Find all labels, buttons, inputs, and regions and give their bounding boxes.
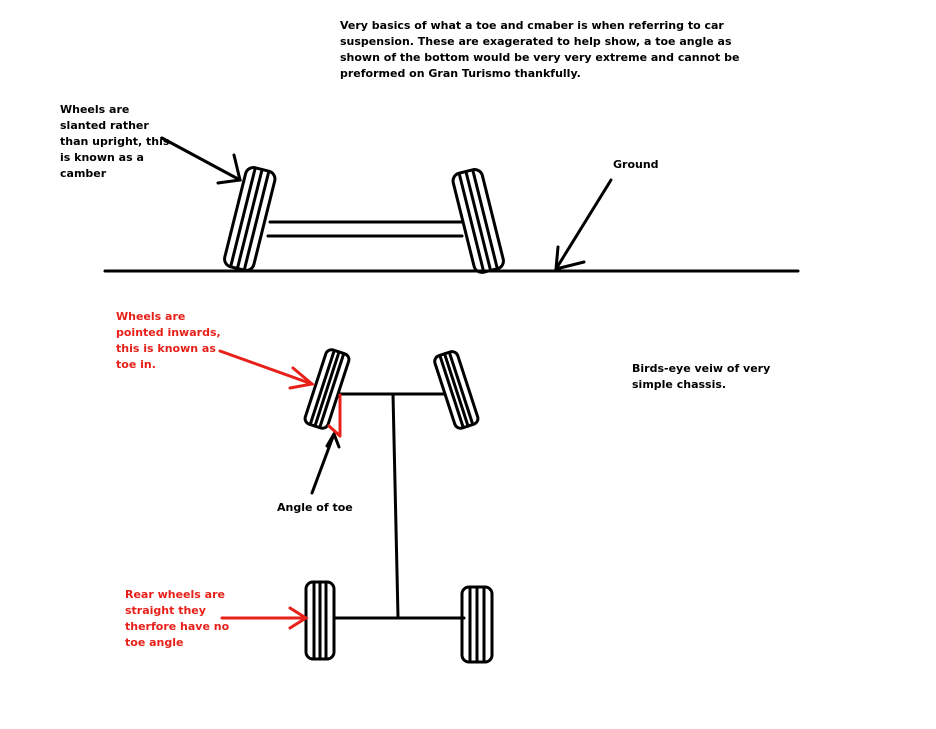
intro-note: Very basics of what a toe and cmaber is … bbox=[340, 19, 740, 80]
chassis-top-view bbox=[303, 348, 494, 664]
front-axle bbox=[266, 220, 464, 238]
red-annotations bbox=[218, 349, 342, 630]
toe-wheel-front-right bbox=[433, 350, 480, 430]
toe-wheel-front-left bbox=[303, 348, 351, 430]
toe-angle-marker bbox=[327, 393, 342, 438]
rear-wheels-arrow bbox=[220, 606, 309, 630]
rear-wheel-right bbox=[460, 585, 494, 664]
toe-in-label: Wheels are pointed inwards, this is know… bbox=[116, 310, 221, 371]
camber-arrow bbox=[160, 136, 242, 185]
chassis-spine bbox=[391, 392, 400, 619]
camber-wheel-right bbox=[451, 168, 505, 274]
camber-label: Wheels are slanted rather than upright, … bbox=[60, 103, 170, 180]
camber-wheel-left bbox=[223, 166, 277, 272]
ground-arrow bbox=[554, 178, 613, 271]
rear-wheels-label: Rear wheels are straight they therfore h… bbox=[125, 588, 230, 649]
birds-eye-label: Birds-eye veiw of very simple chassis. bbox=[632, 362, 771, 391]
ground-label: Ground bbox=[613, 158, 659, 171]
front-view bbox=[103, 136, 800, 274]
toe-in-arrow bbox=[218, 349, 316, 390]
angle-of-toe-arrow bbox=[310, 430, 341, 495]
rear-wheel-left bbox=[304, 580, 336, 661]
angle-of-toe-label: Angle of toe bbox=[277, 501, 353, 514]
